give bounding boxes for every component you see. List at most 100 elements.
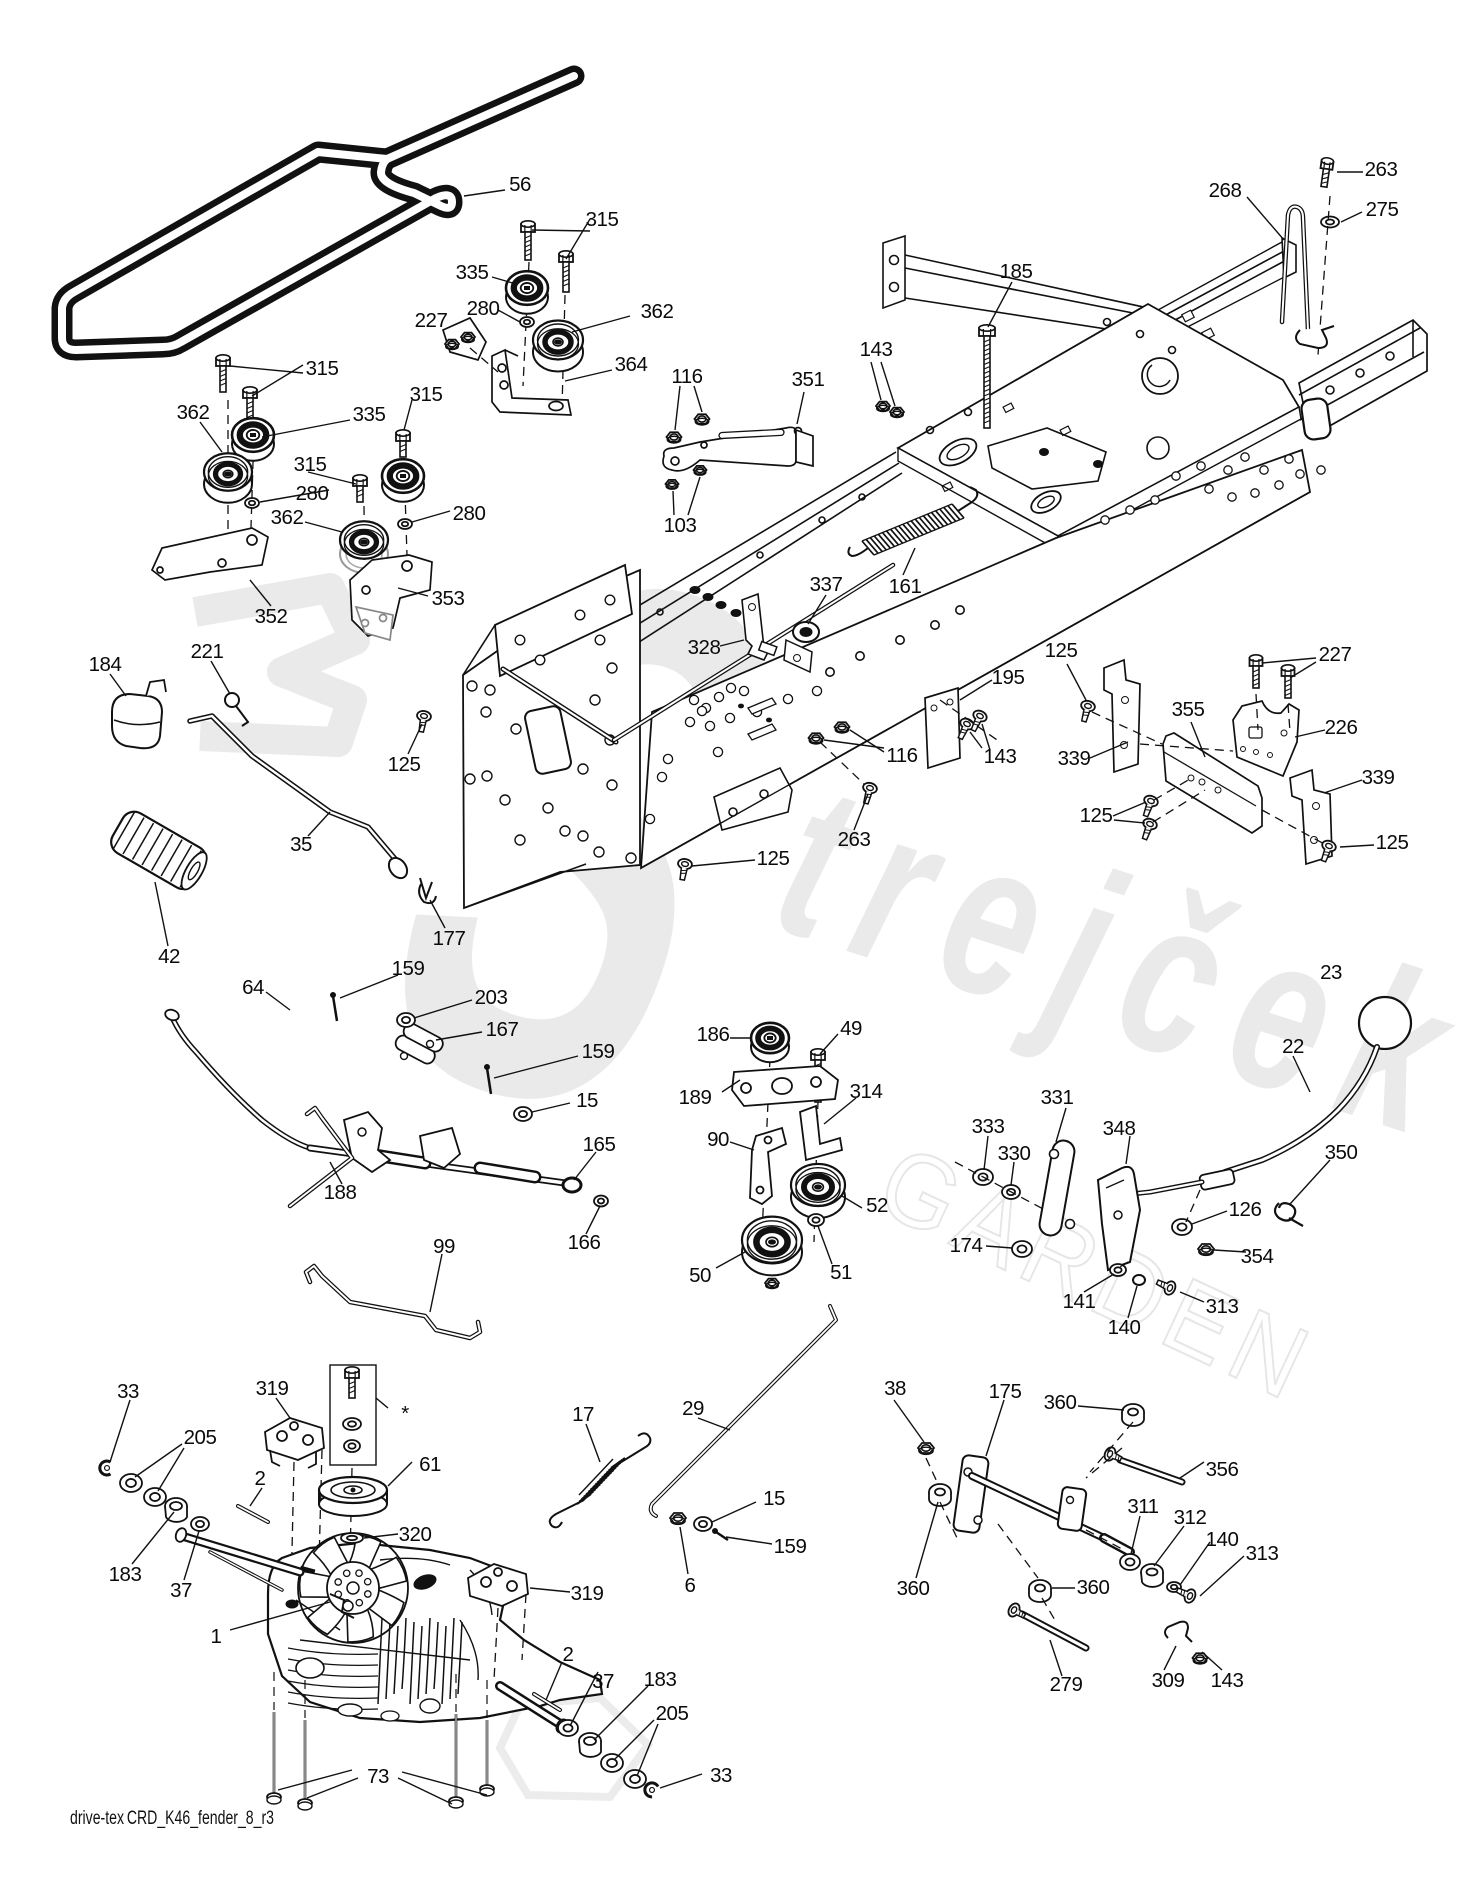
svg-text:166: 166 [568,1231,601,1254]
svg-text:23: 23 [1320,961,1342,984]
svg-text:351: 351 [792,368,825,391]
svg-text:319: 319 [256,1377,289,1400]
svg-text:61: 61 [419,1453,441,1476]
svg-text:15: 15 [763,1487,785,1510]
svg-text:141: 141 [1063,1290,1096,1313]
svg-text:143: 143 [1211,1669,1244,1692]
svg-text:319: 319 [571,1582,604,1605]
svg-text:116: 116 [886,744,917,767]
svg-text:353: 353 [432,587,465,610]
svg-text:15: 15 [576,1089,598,1112]
svg-text:37: 37 [592,1670,614,1693]
svg-text:165: 165 [583,1133,616,1156]
svg-text:315: 315 [306,357,339,380]
svg-text:313: 313 [1206,1295,1239,1318]
svg-text:356: 356 [1206,1458,1239,1481]
svg-text:355: 355 [1172,698,1205,721]
svg-text:205: 205 [184,1426,217,1449]
svg-text:339: 339 [1058,747,1091,770]
svg-text:33: 33 [117,1380,139,1403]
svg-text:29: 29 [682,1397,704,1420]
svg-text:143: 143 [984,745,1017,768]
svg-text:275: 275 [1366,198,1399,221]
svg-text:362: 362 [271,506,304,529]
svg-text:126: 126 [1229,1198,1262,1221]
svg-text:125: 125 [757,847,790,870]
svg-text:203: 203 [475,986,508,1009]
svg-text:311: 311 [1127,1495,1158,1518]
svg-text:315: 315 [586,208,619,231]
svg-text:328: 328 [688,636,721,659]
svg-text:64: 64 [242,976,264,999]
svg-text:6: 6 [685,1574,696,1597]
svg-text:320: 320 [399,1523,432,1546]
svg-text:354: 354 [1241,1245,1274,1268]
svg-text:125: 125 [1376,831,1409,854]
svg-text:37: 37 [170,1579,192,1602]
svg-text:116: 116 [671,365,702,388]
svg-text:221: 221 [191,640,224,663]
svg-text:125: 125 [1080,804,1113,827]
svg-text:189: 189 [679,1086,712,1109]
svg-text:103: 103 [664,514,697,537]
svg-text:348: 348 [1103,1117,1136,1140]
svg-text:188: 188 [324,1181,357,1204]
svg-text:73: 73 [367,1765,389,1788]
svg-text:335: 335 [353,403,386,426]
svg-text:362: 362 [641,300,674,323]
svg-text:360: 360 [1044,1391,1077,1414]
svg-text:*: * [401,1402,409,1425]
svg-text:49: 49 [840,1017,862,1040]
svg-text:50: 50 [689,1264,711,1287]
svg-text:159: 159 [582,1040,615,1063]
svg-text:337: 337 [810,573,843,596]
svg-text:315: 315 [410,383,443,406]
svg-text:195: 195 [992,666,1025,689]
svg-text:352: 352 [255,605,288,628]
svg-text:125: 125 [1045,639,1078,662]
svg-text:183: 183 [109,1563,142,1586]
svg-text:313: 313 [1246,1542,1279,1565]
svg-text:161: 161 [889,575,922,598]
svg-text:263: 263 [1365,158,1398,181]
svg-text:42: 42 [158,945,180,968]
svg-text:227: 227 [1319,643,1352,666]
svg-text:38: 38 [884,1377,906,1400]
svg-text:56: 56 [509,173,531,196]
svg-text:315: 315 [294,453,327,476]
svg-text:159: 159 [392,957,425,980]
svg-text:314: 314 [850,1080,883,1103]
svg-text:2: 2 [255,1467,266,1490]
svg-text:333: 333 [972,1115,1005,1138]
svg-text:22: 22 [1282,1035,1304,1058]
svg-text:183: 183 [644,1668,677,1691]
svg-text:280: 280 [453,502,486,525]
svg-text:174: 174 [950,1234,983,1257]
svg-text:226: 226 [1325,716,1358,739]
svg-text:167: 167 [486,1018,519,1041]
svg-text:330: 330 [998,1142,1031,1165]
svg-text:1: 1 [211,1625,222,1648]
svg-text:140: 140 [1108,1316,1141,1339]
svg-text:33: 33 [710,1764,732,1787]
svg-text:17: 17 [572,1403,594,1426]
svg-text:335: 335 [456,261,489,284]
svg-text:360: 360 [1077,1576,1110,1599]
svg-text:125: 125 [388,753,421,776]
svg-text:175: 175 [989,1380,1022,1403]
svg-text:339: 339 [1362,766,1395,789]
svg-text:184: 184 [89,653,122,676]
svg-text:279: 279 [1050,1673,1083,1696]
svg-text:2: 2 [563,1643,574,1666]
svg-text:90: 90 [707,1128,729,1151]
svg-text:99: 99 [433,1235,455,1258]
svg-text:331: 331 [1041,1086,1074,1109]
svg-text:35: 35 [290,833,312,856]
svg-text:51: 51 [830,1261,852,1284]
svg-text:143: 143 [860,338,893,361]
svg-text:362: 362 [177,401,210,424]
svg-text:186: 186 [697,1023,730,1046]
svg-text:drive-tex CRD_K46_fender_8_r3: drive-tex CRD_K46_fender_8_r3 [70,1808,274,1829]
svg-text:205: 205 [656,1702,689,1725]
svg-text:177: 177 [433,927,466,950]
